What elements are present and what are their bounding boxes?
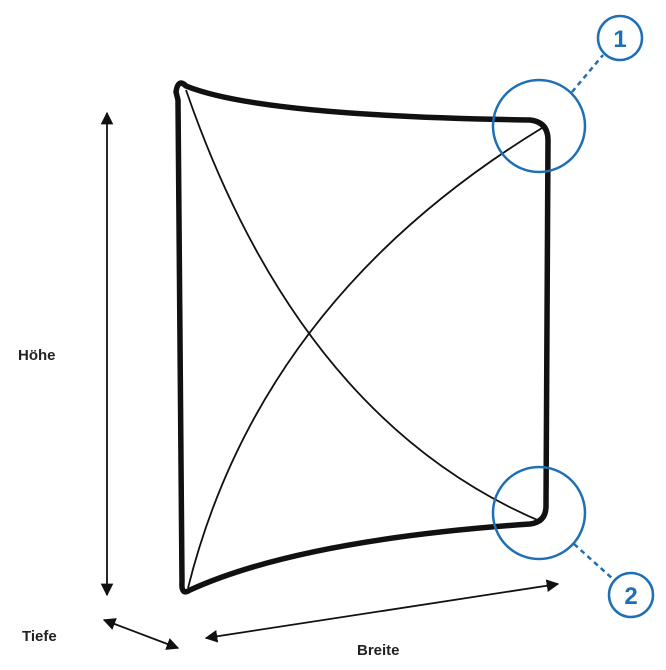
depth-label: Tiefe [22, 628, 57, 645]
callout-number-1: 1 [613, 26, 626, 53]
callout-badge-2 [607, 571, 655, 619]
banner-frame-outline [173, 80, 551, 595]
width-dimension-arrow [204, 579, 560, 643]
callout-number-2: 2 [624, 583, 637, 610]
brace-top-left-to-bottom-right [185, 89, 543, 523]
width-label: Breite [357, 642, 400, 659]
callout-leader-1 [571, 54, 604, 93]
depth-dimension-arrow [102, 618, 180, 650]
detail-circle-top-right [491, 78, 587, 174]
height-label: Höhe [18, 347, 56, 364]
callout-leader-2 [573, 543, 615, 581]
brace-bottom-left-to-top-right [187, 127, 543, 589]
detail-circle-bottom-right [491, 465, 587, 561]
callout-badge-1 [596, 14, 644, 62]
